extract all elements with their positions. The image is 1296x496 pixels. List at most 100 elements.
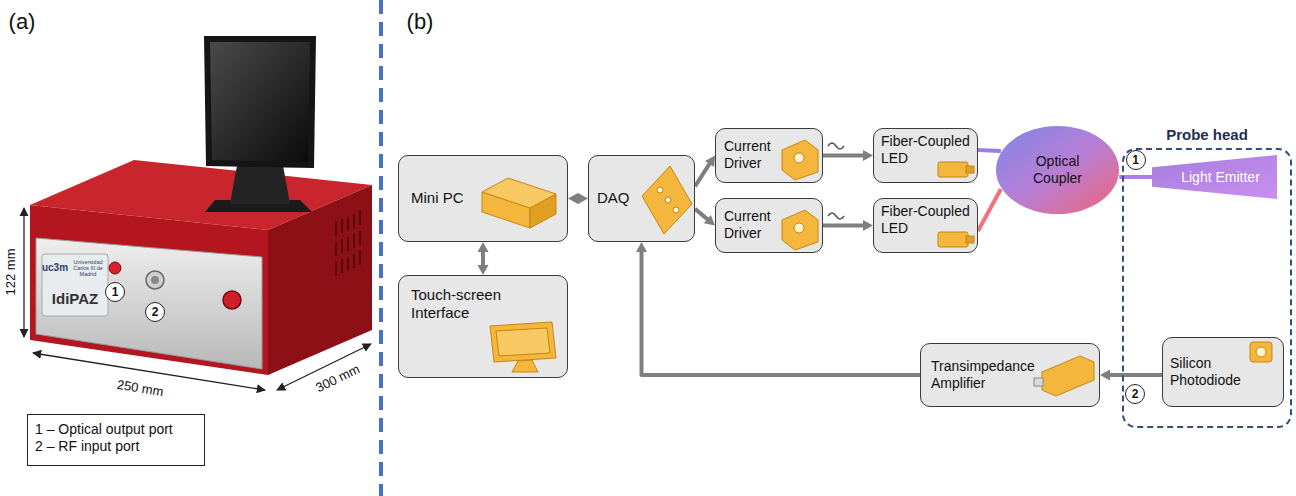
icon-knob xyxy=(794,223,804,233)
panel-label: (a) xyxy=(9,9,36,34)
icon-face xyxy=(482,178,556,208)
callout-number: 2 xyxy=(1125,384,1145,404)
connector xyxy=(823,220,873,231)
front-plate xyxy=(36,238,262,369)
text-group: Silicon Photodiode xyxy=(1170,355,1250,389)
coupler-shape xyxy=(996,126,1119,214)
rf-connector-pin xyxy=(151,276,159,284)
emitter-shape xyxy=(1152,155,1277,199)
node-label: Light Emitter xyxy=(1181,169,1260,186)
node-label: Silicon Photodiode xyxy=(1170,355,1250,389)
connector xyxy=(695,209,715,226)
text-group: Mini PC xyxy=(411,189,464,207)
probe-head-group: Probe headLight EmitterSilicon Photodiod… xyxy=(1122,148,1292,428)
connector-line xyxy=(1119,175,1152,179)
icon-detail xyxy=(966,236,974,243)
connector xyxy=(1119,177,1152,178)
text-group: DAQ xyxy=(597,189,630,207)
group-heading: Probe head xyxy=(1166,126,1248,144)
arrowhead xyxy=(863,220,873,231)
connector-line xyxy=(695,162,711,186)
connector xyxy=(978,189,1001,231)
text-group: 1 – Optical output port2 – RF input port xyxy=(35,421,173,455)
arrowhead xyxy=(705,156,715,167)
node-label: Current Driver xyxy=(724,208,776,242)
connector xyxy=(1100,370,1162,381)
text-group: Transimpedance Amplifier xyxy=(931,358,1041,392)
coupler-ellipse: Optical Coupler xyxy=(995,125,1120,215)
node-label: Fiber-Coupled LED xyxy=(881,133,975,167)
optical-port xyxy=(109,262,121,274)
logo-sticker xyxy=(42,254,108,316)
connector-line xyxy=(823,224,865,228)
power-button xyxy=(223,291,241,309)
connector-line xyxy=(642,250,921,375)
icon-face xyxy=(782,140,818,180)
node-label: Touch-screen Interface xyxy=(411,286,515,322)
icon-detail xyxy=(1256,347,1266,357)
arrowhead xyxy=(863,150,873,161)
dimension-label: 250 mm xyxy=(116,378,165,400)
led-icon xyxy=(938,162,974,247)
callout-number: 1 xyxy=(1126,150,1146,170)
device-housing xyxy=(30,160,372,375)
icon-connector xyxy=(1034,378,1043,386)
text-group: Fiber-Coupled LED xyxy=(881,133,975,167)
node-label: Current Driver xyxy=(724,138,776,172)
icon-face xyxy=(1250,342,1272,362)
screen-glass xyxy=(210,42,310,162)
icon-detail xyxy=(966,166,974,173)
icon-face xyxy=(1042,356,1094,396)
node-label: 2 – RF input port xyxy=(35,438,173,455)
callout-number: 1 xyxy=(105,282,125,302)
connector-line xyxy=(1108,373,1162,377)
text-group: Optical Coupler xyxy=(1026,153,1090,187)
connector-line xyxy=(978,150,1001,151)
arrowhead xyxy=(568,193,578,204)
text-group: Current Driver xyxy=(724,138,776,172)
text-group: Touch-screen Interface xyxy=(411,286,515,322)
touch-screen-monitor xyxy=(204,36,316,212)
text-group: Fiber-Coupled LED xyxy=(881,203,975,237)
sine-symbol xyxy=(828,143,844,149)
logo-text: uc3m xyxy=(42,262,68,274)
icon-knob xyxy=(794,153,804,163)
dimension-line xyxy=(23,208,24,337)
node-label: Transimpedance Amplifier xyxy=(931,358,1041,392)
connector xyxy=(695,156,715,187)
arrowhead xyxy=(636,242,647,252)
arrowhead xyxy=(1100,370,1110,381)
icon-face xyxy=(938,162,968,177)
icon-face xyxy=(512,360,538,372)
vent-slots xyxy=(336,211,360,276)
logo-text: IdiPAZ xyxy=(52,290,98,307)
connector xyxy=(823,150,873,161)
node-label: Mini PC xyxy=(411,189,464,207)
mini-pc-icon xyxy=(482,178,556,228)
sine-symbol xyxy=(828,213,844,219)
text-group: Current Driver xyxy=(724,208,776,242)
emitter-shape: Light Emitter xyxy=(1152,155,1277,199)
touch-screen-icon xyxy=(490,322,556,372)
arrowhead xyxy=(478,242,489,252)
dimension-lines xyxy=(24,208,371,390)
daq-icon xyxy=(642,166,692,234)
screen-bezel xyxy=(204,36,316,168)
icon-detail xyxy=(665,197,671,203)
housing-side xyxy=(268,185,372,375)
connector xyxy=(568,193,588,204)
icon-face xyxy=(642,166,692,234)
node-label: Fiber-Coupled LED xyxy=(881,203,975,237)
icon-face xyxy=(490,322,556,362)
logo-text: Universidad Carlos III de Madrid xyxy=(70,259,106,277)
connector-line xyxy=(695,209,709,221)
connector-line xyxy=(978,189,1001,231)
arrowhead xyxy=(578,193,588,204)
icon-face xyxy=(782,210,818,250)
icon-face xyxy=(938,232,968,247)
node-label: Optical Coupler xyxy=(1026,153,1090,187)
panel-label: (b) xyxy=(407,9,434,34)
